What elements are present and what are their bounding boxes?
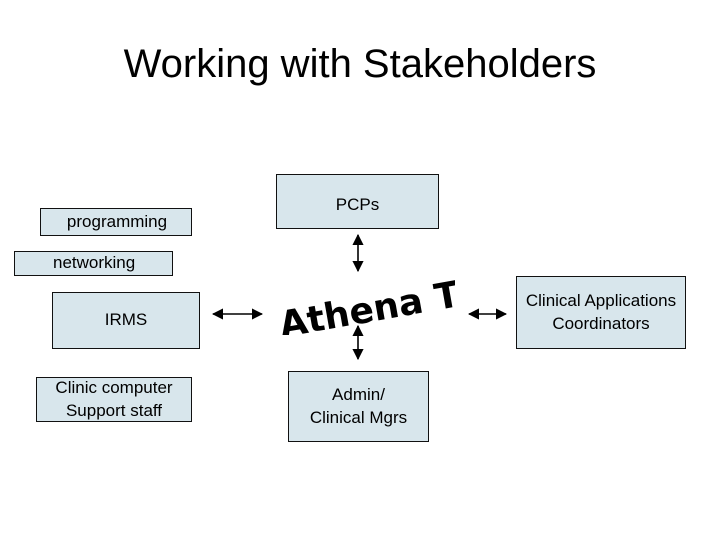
programming-box[interactable]: programming: [40, 208, 192, 236]
pcps-box[interactable]: PCPs: [276, 174, 439, 229]
clinical-applications-box[interactable]: Clinical Applications Coordinators: [516, 276, 686, 349]
admin-clinical-mgrs-box[interactable]: Admin/ Clinical Mgrs: [288, 371, 429, 442]
irms-box[interactable]: IRMS: [52, 292, 200, 349]
clinic-support-box[interactable]: Clinic computer Support staff: [36, 377, 192, 422]
athena-team-wordart[interactable]: Athena Team: [270, 280, 455, 335]
networking-box[interactable]: networking: [14, 251, 173, 276]
slide-title: Working with Stakeholders: [123, 42, 597, 86]
